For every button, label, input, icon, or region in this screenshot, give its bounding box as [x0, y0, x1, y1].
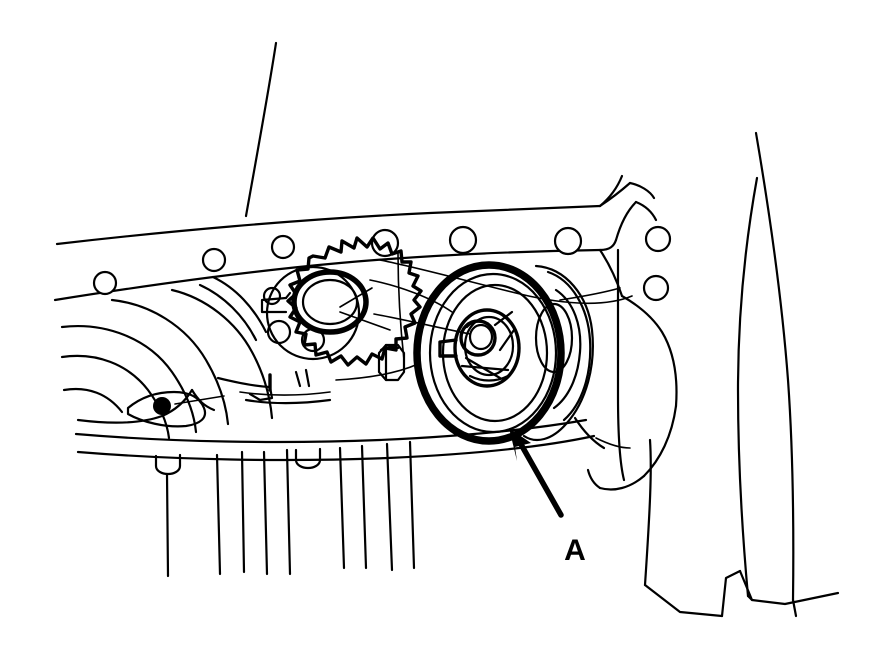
- pulley-inner-rim: [428, 272, 558, 434]
- callout-arrow-head: [509, 428, 531, 461]
- crank-bolt-inner: [468, 323, 494, 351]
- sprocket-hub-bore: [291, 269, 369, 335]
- callout-a: A: [509, 428, 586, 567]
- sprocket-hole: [300, 327, 326, 353]
- tensioner-arm: [216, 368, 311, 402]
- idler-hex-bolt: [377, 343, 406, 382]
- bolt-hole: [642, 274, 670, 302]
- lower-right-bracket: [643, 438, 840, 618]
- sprocket-hub-inner: [301, 278, 359, 326]
- pulley-hub-boss: [453, 308, 521, 388]
- pulley-hub-inner: [463, 315, 515, 377]
- timing-cover-arcs: [60, 275, 274, 440]
- bolt-hole: [448, 225, 478, 255]
- bolt-hole: [270, 234, 296, 260]
- rear-pulley-outline: [522, 264, 594, 442]
- bolt-hole: [644, 225, 672, 253]
- callout-arrow-shaft: [515, 436, 564, 518]
- mounting-bracket-bolt: [126, 390, 225, 428]
- sprocket-hole: [266, 319, 292, 345]
- callout-label-a: A: [564, 534, 586, 567]
- engine-block-right-face: [559, 248, 678, 491]
- bolt-hole: [553, 226, 583, 256]
- sprocket-hole: [262, 286, 282, 306]
- crankshaft-pulley: [413, 261, 565, 445]
- right-body-panel: [736, 131, 795, 602]
- block-bolt-holes: [598, 174, 672, 302]
- bolt-hole: [92, 270, 118, 296]
- bolt-hole: [201, 247, 227, 273]
- pulley-face: [441, 283, 549, 423]
- upper-left-diagonal-line: [244, 41, 278, 218]
- bracket-bolt-head: [153, 397, 171, 415]
- pulley-outer-rim: [413, 261, 565, 445]
